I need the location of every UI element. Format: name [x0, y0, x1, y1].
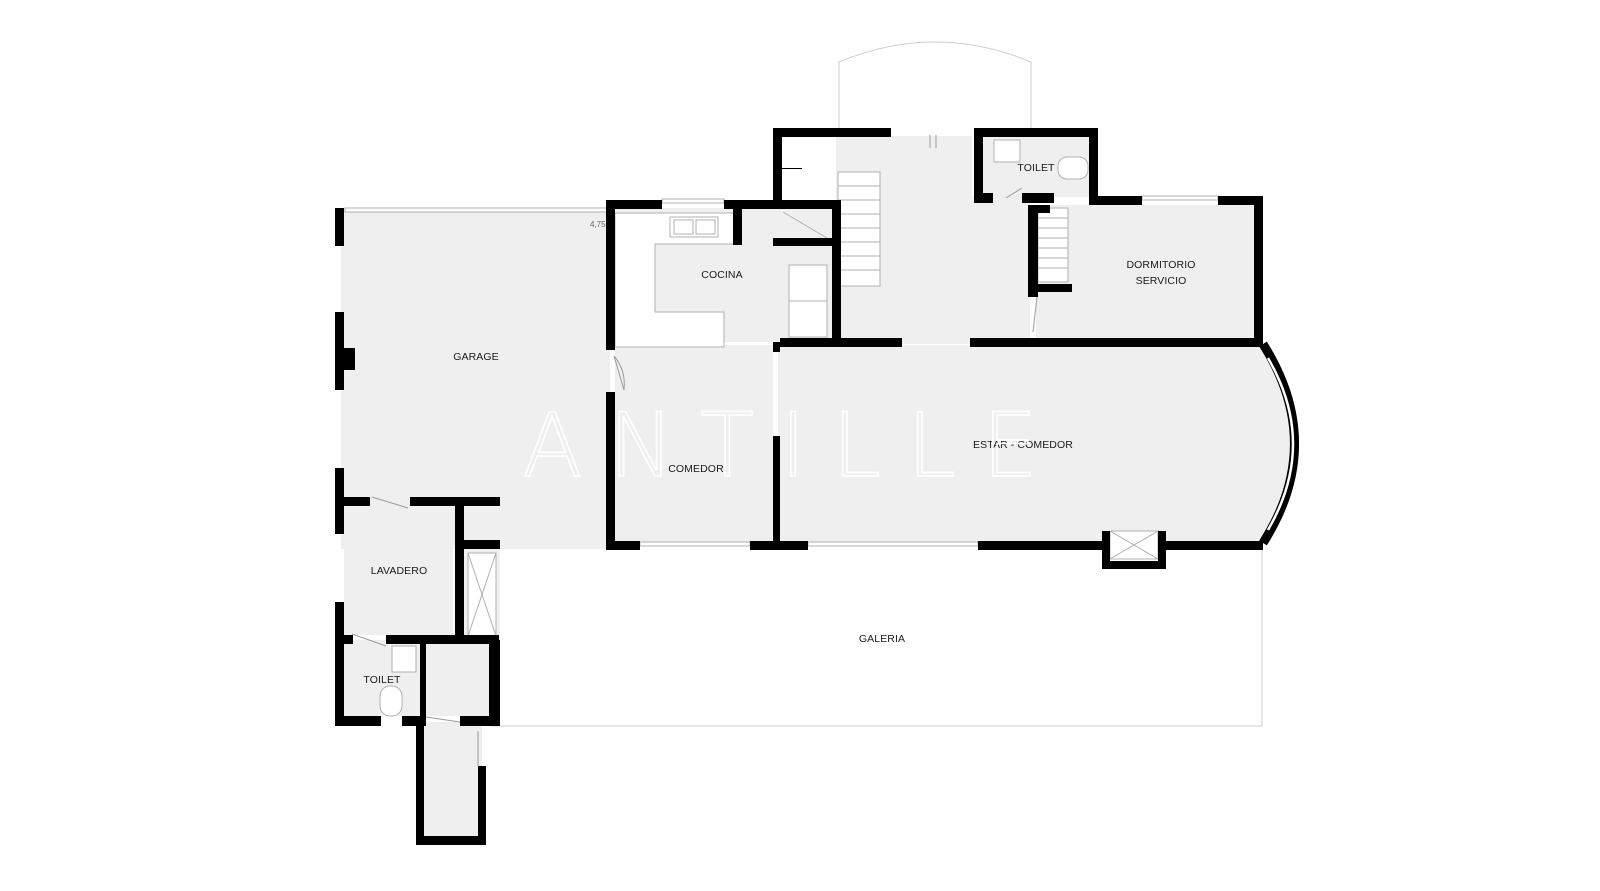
- entrance-terrace-arc: [838, 41, 1032, 130]
- bay-window-wall: [1259, 341, 1299, 546]
- room-label-dormitorio: DORMITORIO: [1126, 259, 1195, 271]
- toilet-top-sink: [993, 139, 1021, 163]
- room-label-lavadero: LAVADERO: [371, 565, 427, 577]
- window-kitchen-top: [661, 198, 725, 204]
- stair-treads: [467, 185, 1159, 637]
- toilet-bottom-sink: [391, 645, 417, 673]
- dormitorio-floor: [1036, 205, 1254, 339]
- watermark: ANTILLE: [522, 394, 1063, 497]
- room-label-galeria: GALERIA: [859, 633, 905, 645]
- window-dormitorio-top: [1141, 195, 1219, 201]
- main-stair: [837, 171, 881, 287]
- garage-window-top: [344, 207, 611, 213]
- toilet-bottom-wc: [379, 685, 403, 717]
- room-label-cocina: COCINA: [701, 269, 742, 281]
- lavadero-floor: [344, 506, 453, 635]
- hall-floor-2: [972, 196, 1030, 344]
- dimension-label: 4,75: [590, 220, 606, 229]
- room-label-estar-comedor: ESTAR - COMEDOR: [973, 439, 1073, 451]
- window-comedor-bottom: [639, 541, 751, 547]
- garage-floor: [341, 212, 610, 549]
- kitchen-sink-left: [673, 219, 694, 235]
- door-swings: [351, 135, 1038, 766]
- service-stair: [1037, 207, 1069, 283]
- bay-window-glass: [1266, 357, 1295, 531]
- comedor-floor: [615, 345, 773, 542]
- room-label-comedor: COMEDOR: [668, 463, 724, 475]
- toilet-top-wc: [1057, 156, 1089, 180]
- room-label-toilet-bottom: TOILET: [363, 674, 401, 686]
- room-label-toilet-top: TOILET: [1017, 162, 1055, 174]
- estar-floor: [778, 345, 1291, 542]
- back-corridor-floor: [422, 722, 482, 838]
- room-label-servicio: SERVICIO: [1136, 275, 1187, 287]
- closet-floor: [426, 640, 489, 716]
- window-estar-bottom: [807, 541, 979, 547]
- walls: [335, 128, 1263, 845]
- kitchen-sink-right: [695, 219, 716, 235]
- room-label-garage: GARAGE: [453, 351, 499, 363]
